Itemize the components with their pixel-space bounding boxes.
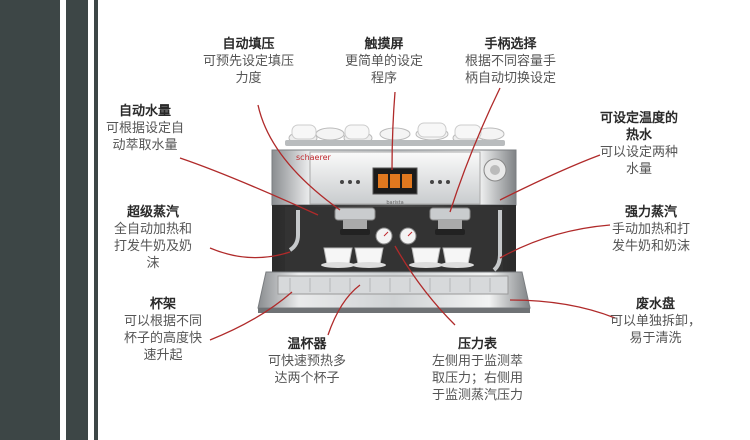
espresso-cups <box>321 247 474 268</box>
temp-title: 可设定温度的 <box>600 111 679 126</box>
annotation-power-steam: 强力蒸汽 手动加热和打 发牛奶和奶沫 <box>612 204 690 255</box>
model-text: barista <box>386 200 403 206</box>
temp-line-3: 水量 <box>626 162 653 177</box>
gauge-line-3: 于监测蒸汽压力 <box>432 388 524 403</box>
annotation-cup-rack: 杯架 可以根据不同 杯子的高度快 速升起 <box>124 296 202 364</box>
annotation-pressure-gauge: 压力表 左侧用于监测萃 取压力；右侧用 于监测蒸汽压力 <box>432 336 523 404</box>
gauge-title: 压力表 <box>458 337 498 352</box>
drip-title: 废水盘 <box>636 297 676 312</box>
warmer-title: 温杯器 <box>287 337 327 352</box>
gauge-line-2: 取压力；右侧用 <box>432 371 524 386</box>
annotation-handle-select: 手柄选择 根据不同容量手 柄自动切换设定 <box>465 36 556 87</box>
super-steam-line-1: 全自动加热和 <box>114 222 193 237</box>
power-steam-line-2: 发牛奶和奶沫 <box>612 239 691 254</box>
brand-text: schaerer <box>296 153 331 162</box>
touch-line-2: 程序 <box>371 71 398 86</box>
handle-line-2: 柄自动切换设定 <box>465 71 557 86</box>
drip-line-1: 可以单独拆卸， <box>610 314 702 329</box>
annotation-super-steam: 超级蒸汽 全自动加热和 打发牛奶及奶 沫 <box>114 204 192 272</box>
drip-tray[interactable] <box>277 275 509 295</box>
temp-line-1: 热水 <box>626 128 653 143</box>
decor-stripe-thin <box>94 0 98 440</box>
drip-line-2: 易于清洗 <box>629 331 682 346</box>
warmer-line-1: 可快速预热多 <box>268 354 347 369</box>
power-steam-title: 强力蒸汽 <box>625 205 678 220</box>
water-title: 自动水量 <box>119 104 172 119</box>
handle-title: 手柄选择 <box>484 37 537 52</box>
decor-stripe-wide <box>0 0 60 440</box>
annotation-touch-screen: 触摸屏 更简单的设定 程序 <box>345 36 423 87</box>
touch-line-1: 更简单的设定 <box>345 54 424 69</box>
water-line-1: 可根据设定自 <box>106 121 185 136</box>
auto-tamp-title: 自动填压 <box>222 37 275 52</box>
handle-line-1: 根据不同容量手 <box>465 54 557 69</box>
super-steam-line-2: 打发牛奶及奶 <box>114 239 193 254</box>
temp-line-2: 可以设定两种 <box>600 145 679 160</box>
annotation-drip-tray: 废水盘 可以单独拆卸， 易于清洗 <box>610 296 701 347</box>
decor-stripe-medium <box>66 0 88 440</box>
warmer-line-2: 达两个杯子 <box>274 371 340 386</box>
rack-line-2: 杯子的高度快 <box>124 331 203 346</box>
rack-line-1: 可以根据不同 <box>124 314 203 329</box>
super-steam-title: 超级蒸汽 <box>127 205 180 220</box>
water-line-2: 动萃取水量 <box>112 138 178 153</box>
auto-tamp-line-2: 力度 <box>235 71 262 86</box>
super-steam-line-3: 沫 <box>146 256 160 271</box>
rack-line-3: 速升起 <box>143 348 183 363</box>
auto-tamp-line-1: 可预先设定填压 <box>203 54 295 69</box>
power-steam-line-1: 手动加热和打 <box>612 222 691 237</box>
touch-title: 触摸屏 <box>364 37 404 52</box>
annotation-temperature: 可设定温度的 热水 可以设定两种 水量 <box>600 110 678 178</box>
gauge-line-1: 左侧用于监测萃 <box>432 354 524 369</box>
annotation-water: 自动水量 可根据设定自 动萃取水量 <box>106 103 184 154</box>
rack-title: 杯架 <box>150 297 177 312</box>
annotation-cup-warmer: 温杯器 可快速预热多 达两个杯子 <box>268 336 346 387</box>
annotation-auto-tamp: 自动填压 可预先设定填压 力度 <box>203 36 294 87</box>
leader-lines <box>179 87 616 341</box>
